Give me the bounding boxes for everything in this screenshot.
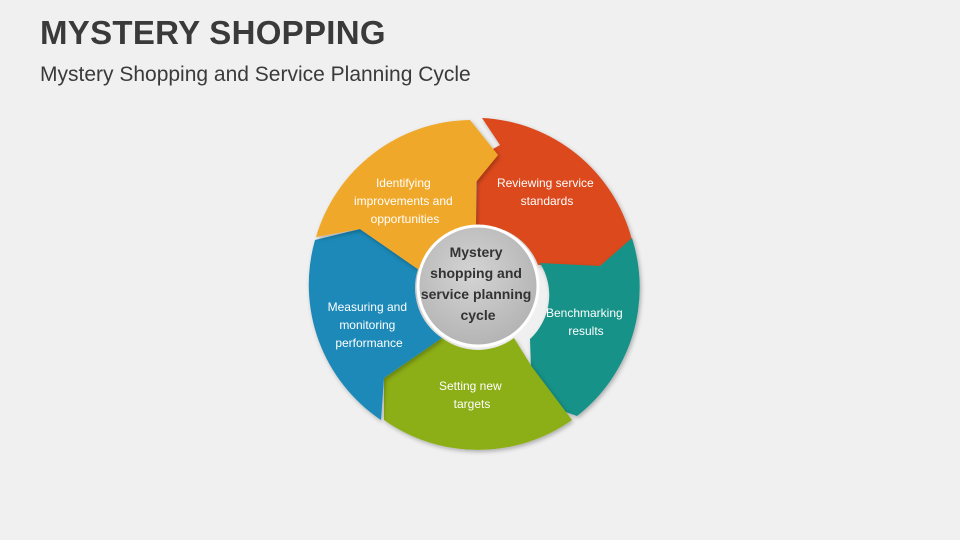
segment-measuring-shape [308, 229, 442, 420]
segment-label-line: results [568, 324, 603, 338]
segment-label-line: improvements and [354, 194, 453, 208]
center-label-line: shopping and [430, 265, 522, 281]
segment-label-line: targets [454, 397, 491, 411]
center-label: Mystery shopping and service planning cy… [421, 244, 535, 323]
segment-label-line: Reviewing service [497, 176, 594, 190]
segment-setting-shape [384, 338, 572, 450]
segment-label-line: Benchmarking [546, 306, 623, 320]
segment-label-reviewing: Reviewing service standards [497, 176, 597, 208]
segment-label-measuring: Measuring and monitoring performance [328, 300, 411, 350]
segment-label-identifying: Identifying improvements and opportuniti… [354, 176, 456, 226]
segment-identifying-shape [316, 120, 498, 270]
page-subtitle: Mystery Shopping and Service Planning Cy… [40, 63, 471, 86]
segment-label-benchmarking: Benchmarking results [546, 306, 626, 338]
segment-label-line: opportunities [371, 212, 440, 226]
center-label-line: service planning [421, 286, 531, 302]
segment-label-line: Measuring and [328, 300, 407, 314]
page-title: MYSTERY SHOPPING [40, 14, 386, 51]
center-label-line: Mystery [450, 244, 503, 260]
center-label-line: cycle [460, 307, 495, 323]
segment-reviewing-shape [476, 118, 632, 266]
segment-label-line: monitoring [339, 318, 395, 332]
segment-benchmarking-shape [530, 238, 640, 416]
segment-label-line: Setting new [439, 379, 502, 393]
center-hub [416, 224, 540, 348]
segment-label-line: standards [521, 194, 574, 208]
segment-label-setting: Setting new targets [439, 379, 505, 411]
segment-label-line: Identifying [376, 176, 431, 190]
segment-label-line: performance [335, 336, 403, 350]
